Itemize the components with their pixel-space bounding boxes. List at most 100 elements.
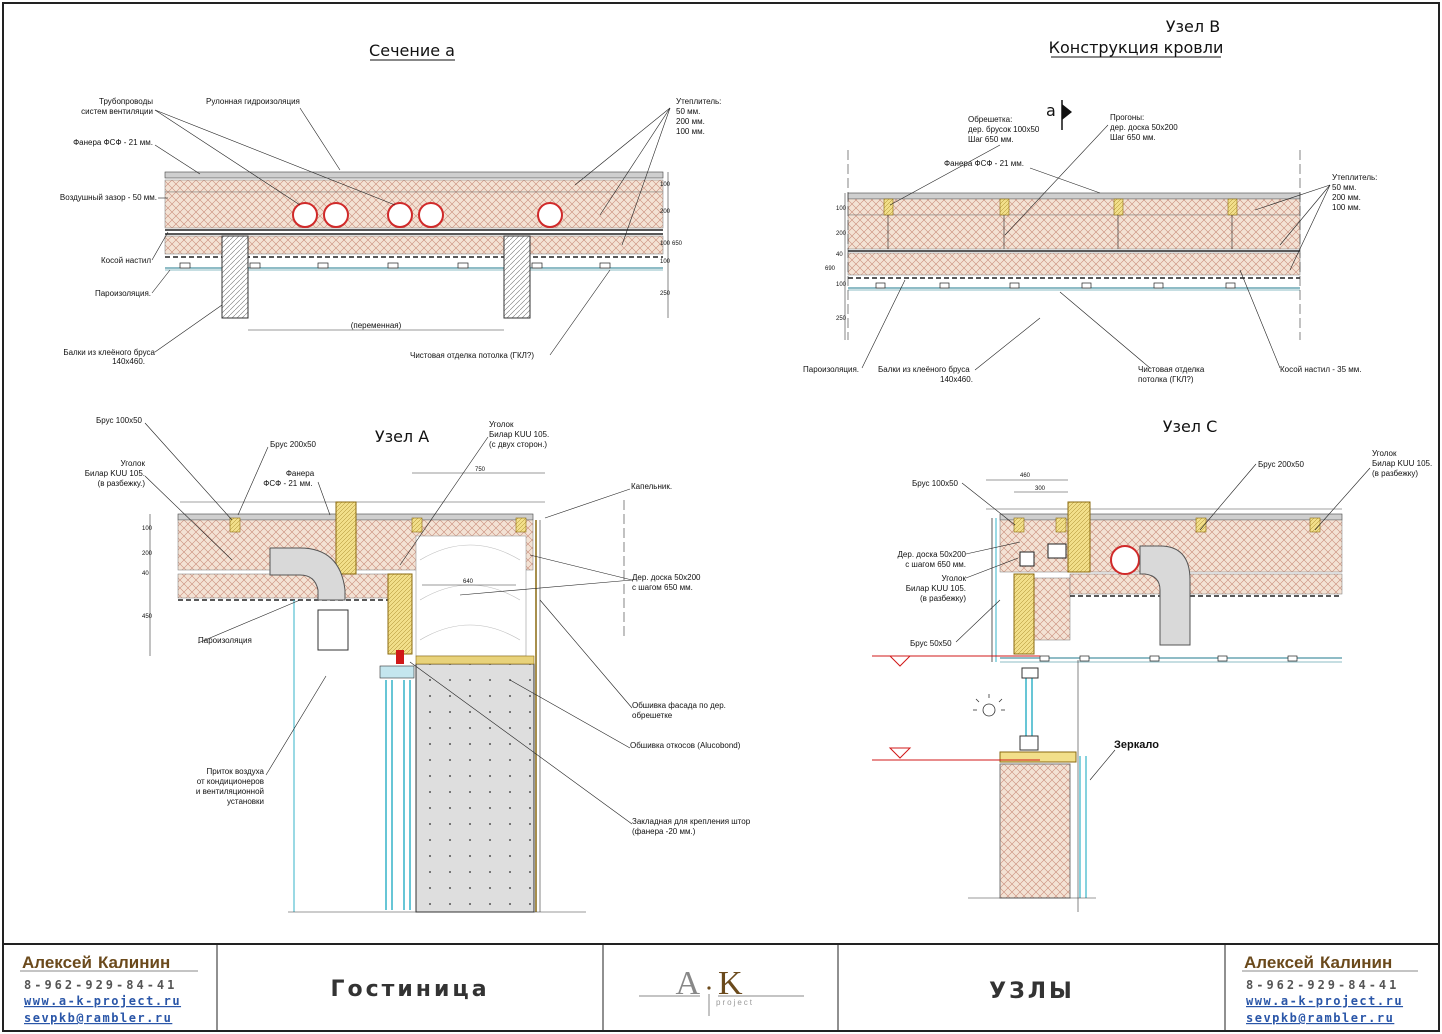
label-corner: Билар KUU 105.: [85, 469, 145, 478]
dim: 460: [1020, 473, 1031, 479]
node-b-subtitle: Конструкция кровли: [1049, 38, 1224, 57]
label-insulation: 50 мм.: [1332, 183, 1356, 192]
label-board: с шагом 650 мм.: [905, 560, 966, 569]
project-name: Гостиница: [330, 977, 489, 1002]
section-marker: а: [1046, 101, 1056, 120]
dim: 200: [142, 551, 153, 557]
label-supply: установки: [227, 797, 264, 806]
label-insulation: 200 мм.: [676, 117, 705, 126]
label-plywood: Фанера ФСФ - 21 мм.: [73, 138, 153, 147]
label-beams: 140х460.: [940, 375, 973, 384]
dim: 100: [660, 241, 671, 247]
dim: 40: [836, 252, 843, 258]
dim: 750: [475, 467, 486, 473]
dim: 100: [660, 182, 671, 188]
dim: 450: [142, 614, 153, 620]
label-corner2: (с двух сторон.): [489, 440, 547, 449]
label-ceiling: Чистовая отделка: [1138, 365, 1205, 374]
label-board: Дер. доска 50х200: [898, 550, 967, 559]
label-bar: Брус 100х50: [912, 479, 959, 488]
label-corner2: Уголок: [489, 420, 514, 429]
label-air-gap: Воздушный зазор - 50 мм.: [60, 193, 157, 202]
dim: 100: [836, 282, 847, 288]
phone: 8-962-929-84-41: [1246, 978, 1399, 992]
dim: 200: [660, 209, 671, 215]
dim: 650: [672, 241, 683, 247]
label-vapor: Пароизоляция.: [803, 365, 859, 374]
dim: 40: [142, 571, 149, 577]
node-b: Узел В Конструкция кровли а 100: [803, 17, 1377, 384]
label-lath: Обрешетка:: [968, 115, 1012, 124]
label-corner2: Билар KUU 105.: [906, 584, 966, 593]
label-variable: (переменная): [351, 321, 402, 330]
label-diagonal: Косой настил: [101, 256, 151, 265]
label-ceiling: потолка (ГКЛ?): [1138, 375, 1194, 384]
label-insulation: 200 мм.: [1332, 193, 1361, 202]
label-corner2: Уголок: [942, 574, 967, 583]
label-insulation: 100 мм.: [676, 127, 705, 136]
label-insulation: Утеплитель:: [676, 97, 721, 106]
site-link[interactable]: www.a-k-project.ru: [1246, 994, 1403, 1008]
label-purlins: Шаг 650 мм.: [1110, 133, 1156, 142]
sheet-name: УЗЛЫ: [989, 979, 1075, 1004]
label-drip: Капельник.: [631, 482, 672, 491]
dim: 100: [142, 526, 153, 532]
label-supply: от кондиционеров: [197, 777, 264, 786]
label-vapor: Пароизоляция: [198, 636, 252, 645]
label-mirror: Зеркало: [1114, 739, 1159, 751]
label-insulation: 50 мм.: [676, 107, 700, 116]
node-c: Узел С: [872, 417, 1432, 912]
dim: 300: [1035, 486, 1046, 492]
node-a: Узел А 750: [85, 416, 751, 913]
node-c-title: Узел С: [1163, 417, 1218, 436]
label-bar50: Брус 50х50: [910, 639, 952, 648]
label-pipes: систем вентиляции: [81, 107, 153, 116]
label-vapor: Пароизоляция.: [95, 289, 151, 298]
label-board: с шагом 650 мм.: [632, 583, 693, 592]
section-a: Сечение а 100 200 100 100: [60, 41, 721, 366]
email-link[interactable]: sevpkb@rambler.ru: [24, 1011, 172, 1025]
label-beams: Балки из клеёного бруса: [878, 365, 970, 374]
label-board: Дер. доска 50х200: [632, 573, 701, 582]
node-a-title: Узел А: [375, 427, 429, 446]
label-reveals: Обшивка откосов (Alucobond): [630, 741, 741, 750]
site-link[interactable]: www.a-k-project.ru: [24, 994, 181, 1008]
label-beams: 140х460.: [112, 357, 145, 366]
phone: 8-962-929-84-41: [24, 978, 177, 992]
email-link[interactable]: sevpkb@rambler.ru: [1246, 1011, 1394, 1025]
label-membrane: Рулонная гидроизоляция: [206, 97, 300, 106]
label-corner: Уголок: [121, 459, 146, 468]
label-lath: Шаг 650 мм.: [968, 135, 1014, 144]
label-corner: Билар KUU 105.: [1372, 459, 1432, 468]
label-facade: обрешетке: [632, 711, 673, 720]
lamp-icon: [973, 694, 1005, 717]
label-facade: Обшивка фасада по дер.: [632, 701, 726, 710]
dim: 250: [836, 316, 847, 322]
label-corner2: Билар KUU 105.: [489, 430, 549, 439]
dim: 100: [660, 259, 671, 265]
logo-sub: project: [716, 998, 754, 1007]
dim: 640: [463, 579, 474, 585]
label-corner: (в разбежку): [1372, 469, 1418, 478]
label-supply: Приток воздуха: [207, 767, 265, 776]
label-pipes: Трубопроводы: [99, 97, 153, 106]
label-supply: и вентиляционной: [196, 787, 264, 796]
label-bar200: Брус 200х50: [270, 440, 317, 449]
label-insulation: 100 мм.: [1332, 203, 1361, 212]
label-purlins: Прогоны:: [1110, 113, 1144, 122]
dim: 250: [660, 291, 671, 297]
dim: 200: [836, 231, 847, 237]
label-plywood: ФСФ - 21 мм.: [263, 479, 312, 488]
dim: 690: [825, 266, 836, 272]
label-embed: Закладная для крепления штор: [632, 817, 751, 826]
label-lath: дер. брусок 100х50: [968, 125, 1040, 134]
label-embed: (фанера -20 мм.): [632, 827, 696, 836]
label-corner: (в разбежку.): [98, 479, 146, 488]
label-purlins: дер. доска 50х200: [1110, 123, 1178, 132]
